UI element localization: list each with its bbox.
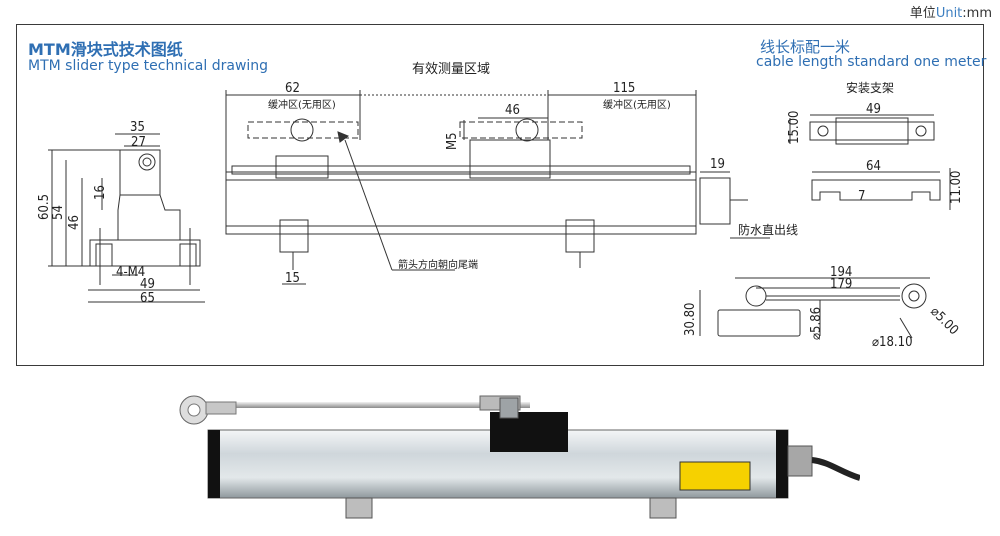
end-view-drawing bbox=[48, 133, 205, 303]
dim-64: 64 bbox=[866, 159, 881, 174]
bracket-label: 安装支架 bbox=[846, 80, 894, 95]
title-cn: MTM滑块式技术图纸 bbox=[28, 40, 183, 59]
side-view-drawing bbox=[225, 90, 770, 285]
unit-value: mm bbox=[966, 6, 992, 21]
dim-15: 15 bbox=[285, 271, 300, 286]
arrow-note-label: 箭头方向朝向尾端 bbox=[398, 258, 478, 271]
dim-49a: 49 bbox=[140, 277, 155, 292]
technical-drawing-frame bbox=[16, 24, 984, 366]
dim-35: 35 bbox=[130, 120, 145, 135]
unit-en: Unit bbox=[935, 6, 963, 21]
dim-m5: M5 bbox=[445, 132, 460, 150]
waterproof-label: 防水直出线 bbox=[738, 222, 798, 237]
screw-label: 4-M4 bbox=[116, 265, 145, 280]
dim-179: 179 bbox=[830, 277, 852, 292]
buffer-right-label: 缓冲区(无用区) bbox=[603, 98, 671, 111]
title-en: MTM slider type technical drawing bbox=[28, 58, 269, 74]
product-photo bbox=[179, 395, 860, 519]
unit-prefix: 单位 bbox=[909, 6, 936, 21]
unit-sep: : bbox=[962, 6, 967, 21]
dim-7: 7 bbox=[858, 189, 865, 204]
dim-65: 65 bbox=[140, 291, 155, 306]
dim-115: 115 bbox=[613, 81, 635, 96]
dim-15-00: 15.00 bbox=[787, 111, 802, 144]
dim-30-80: 30.80 bbox=[683, 303, 698, 336]
unit-label: 单位Unit:mm bbox=[910, 2, 992, 21]
dim-16: 16 bbox=[93, 185, 108, 200]
bracket-drawing bbox=[789, 114, 951, 210]
buffer-left-label: 缓冲区(无用区) bbox=[268, 98, 336, 111]
dim-11-00: 11.00 bbox=[949, 171, 964, 204]
dim-27: 27 bbox=[131, 135, 146, 150]
cable-en: cable length standard one meter bbox=[756, 54, 987, 70]
dim-19: 19 bbox=[710, 157, 725, 172]
dim-54: 54 bbox=[51, 205, 66, 220]
link-rod-drawing bbox=[699, 277, 930, 339]
dim-5-00: ⌀5.00 bbox=[927, 304, 961, 338]
dim-60-5: 60.5 bbox=[37, 194, 52, 220]
dim-46: 46 bbox=[67, 215, 82, 230]
dim-49b: 49 bbox=[866, 102, 881, 117]
dim-46b: 46 bbox=[505, 103, 520, 118]
dim-194: 194 bbox=[830, 265, 852, 280]
dim-62: 62 bbox=[285, 81, 300, 96]
dim-5-86: ⌀5.86 bbox=[809, 307, 824, 340]
effective-area-label: 有效测量区域 bbox=[412, 62, 490, 77]
dim-18-10: ⌀18.10 bbox=[872, 335, 913, 350]
cable-cn: 线长标配一米 bbox=[760, 38, 851, 56]
